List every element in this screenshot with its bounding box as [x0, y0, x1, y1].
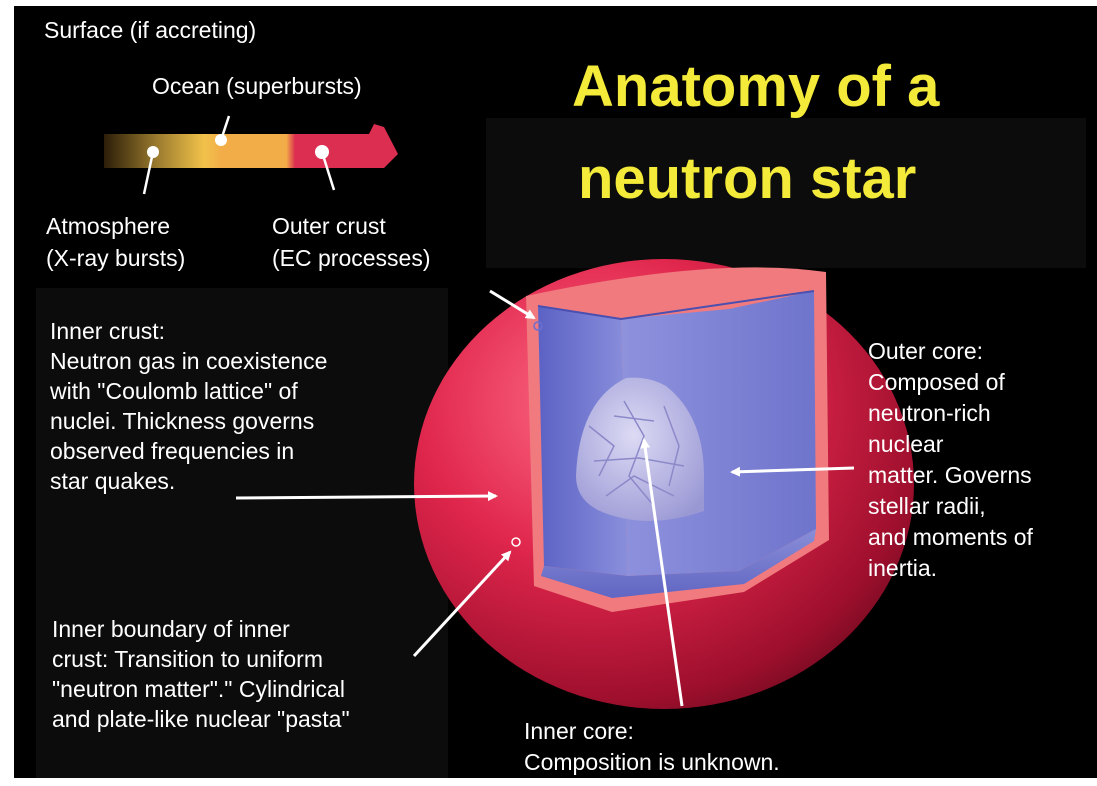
inner-core-label: Inner core: Composition is unknown. [524, 716, 780, 778]
inner-crust-label: Inner crust: Neutron gas in coexistence … [50, 316, 327, 496]
diagram-title-line-2: neutron star [578, 146, 916, 212]
outer-core-label: Outer core: Composed of neutron-rich nuc… [868, 336, 1033, 584]
diagram-panel: Anatomy of a neutron star Surface (if ac… [14, 6, 1097, 778]
diagram-title-line-1: Anatomy of a [572, 54, 939, 120]
surface-layers-strip [104, 124, 398, 168]
atmosphere-label: Atmosphere (X-ray bursts) [46, 210, 185, 274]
surface-label: Surface (if accreting) [44, 16, 256, 44]
outer-crust-label: Outer crust (EC processes) [272, 210, 430, 274]
inner-crust-arrow [236, 496, 496, 498]
ocean-label: Ocean (superbursts) [152, 72, 362, 100]
inner-boundary-label: Inner boundary of inner crust: Transitio… [52, 614, 350, 734]
